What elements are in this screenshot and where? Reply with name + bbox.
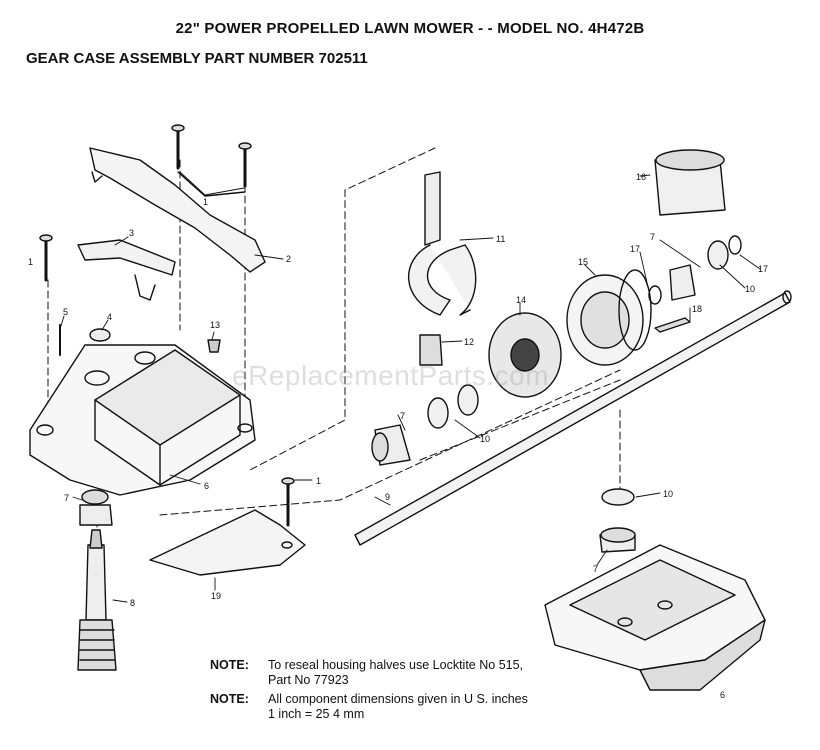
shift-fork-part-11	[407, 171, 477, 316]
note-sealant: NOTE: To reseal housing halves use Lockti…	[210, 658, 523, 688]
diagram-subtitle: GEAR CASE ASSEMBLY PART NUMBER 702511	[26, 50, 368, 67]
callout-13: 13	[210, 320, 220, 330]
screw-part-1-d	[281, 477, 295, 527]
bushing-part-7-left	[79, 489, 113, 526]
bracket-part-2	[89, 147, 266, 273]
note-line: To reseal housing halves use Locktite No…	[268, 658, 524, 672]
callout-12: 12	[464, 337, 474, 347]
callout-16: 16	[636, 172, 646, 182]
washer-part-10-a	[707, 240, 729, 270]
note-label: NOTE:	[210, 658, 249, 672]
callout-14: 14	[516, 295, 526, 305]
callout-1: 1	[28, 257, 33, 267]
callout-17: 17	[758, 264, 768, 274]
gear-case-upper-housing-part-6	[29, 344, 256, 496]
bushing-part-7-right	[669, 264, 696, 301]
diagram-title: 22" POWER PROPELLED LAWN MOWER - - MODEL…	[175, 20, 645, 37]
gear-part-14	[488, 312, 562, 398]
callout-5: 5	[63, 307, 68, 317]
sleeve-part-16	[654, 149, 726, 216]
callout-10: 10	[480, 434, 490, 444]
callout-19: 19	[211, 591, 221, 601]
callout-10: 10	[745, 284, 755, 294]
washer-part-10-c	[457, 384, 479, 416]
bushing-part-7-bottom	[599, 527, 636, 553]
callout-6: 6	[204, 481, 209, 491]
washer-part-4	[89, 328, 111, 342]
collar-part-12	[419, 334, 443, 366]
watermark-text: eReplacementParts.com	[232, 360, 550, 391]
callout-10: 10	[663, 489, 673, 499]
clip-part-17-b	[728, 235, 742, 255]
callout-leader-lines	[60, 171, 761, 603]
callout-1: 1	[203, 197, 208, 207]
screw-part-1-b	[238, 142, 252, 188]
gear-case-lower-housing-part-6	[544, 544, 766, 691]
shift-arm-part-3	[77, 239, 176, 276]
note-dimensions: NOTE: All component dimensions given in U…	[210, 692, 528, 722]
note-line: All component dimensions given in U S. i…	[268, 692, 528, 706]
callout-6: 6	[720, 690, 725, 700]
callout-15: 15	[578, 257, 588, 267]
callout-2: 2	[286, 254, 291, 264]
plug-part-13	[207, 339, 221, 353]
callout-labels: 1 1 1 2 3 4 5 6 6 7 7 7 7 8 9 10 10 10 1…	[28, 172, 768, 700]
callout-3: 3	[129, 228, 134, 238]
washer-part-10-b	[427, 397, 449, 429]
washer-part-10-d	[601, 488, 635, 506]
callout-11: 11	[496, 234, 505, 244]
callout-18: 18	[692, 304, 702, 314]
clip-part-17-a	[648, 285, 662, 305]
note-line: 1 inch = 25 4 mm	[268, 707, 365, 721]
worm-shaft-part-8	[77, 529, 117, 671]
note-label: NOTE:	[210, 692, 249, 706]
screw-part-1-a	[171, 124, 185, 170]
axle-part-9	[354, 290, 792, 546]
callout-7: 7	[400, 411, 405, 421]
key-part-18	[654, 317, 691, 333]
callout-7: 7	[593, 564, 598, 574]
callout-7: 7	[650, 232, 655, 242]
callout-17: 17	[630, 244, 640, 254]
plate-part-19	[149, 509, 306, 576]
callout-8: 8	[130, 598, 135, 608]
callout-4: 4	[107, 312, 112, 322]
callout-7: 7	[64, 493, 69, 503]
callout-9: 9	[385, 492, 390, 502]
screw-part-1-c	[39, 234, 53, 282]
bushing-part-7-middle	[371, 424, 411, 466]
clutch-part-15	[566, 269, 652, 366]
note-line: Part No 77923	[268, 673, 349, 687]
assembly-guide-lines	[47, 147, 621, 546]
callout-1: 1	[316, 476, 321, 486]
